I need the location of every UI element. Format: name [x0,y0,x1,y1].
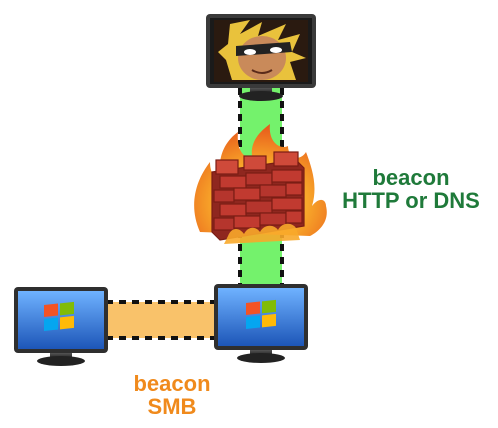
smb-label-line1: beacon [133,371,211,396]
firewall-icon [194,124,327,244]
http-label-line1: beacon [372,165,450,190]
windows-host-right-monitor-icon [214,284,308,363]
smb-beacon-label: beacon SMB [110,372,234,418]
smb-channel [106,300,218,340]
windows-logo-icon [44,301,74,331]
windows-logo-icon [246,299,276,329]
smb-label-line2: SMB [147,394,197,420]
attacker-avatar-monitor-icon [206,14,316,101]
http-dns-beacon-label: beacon HTTP or DNS [326,166,496,212]
http-label-line2: HTTP or DNS [342,188,480,214]
windows-host-left-monitor-icon [14,287,108,366]
